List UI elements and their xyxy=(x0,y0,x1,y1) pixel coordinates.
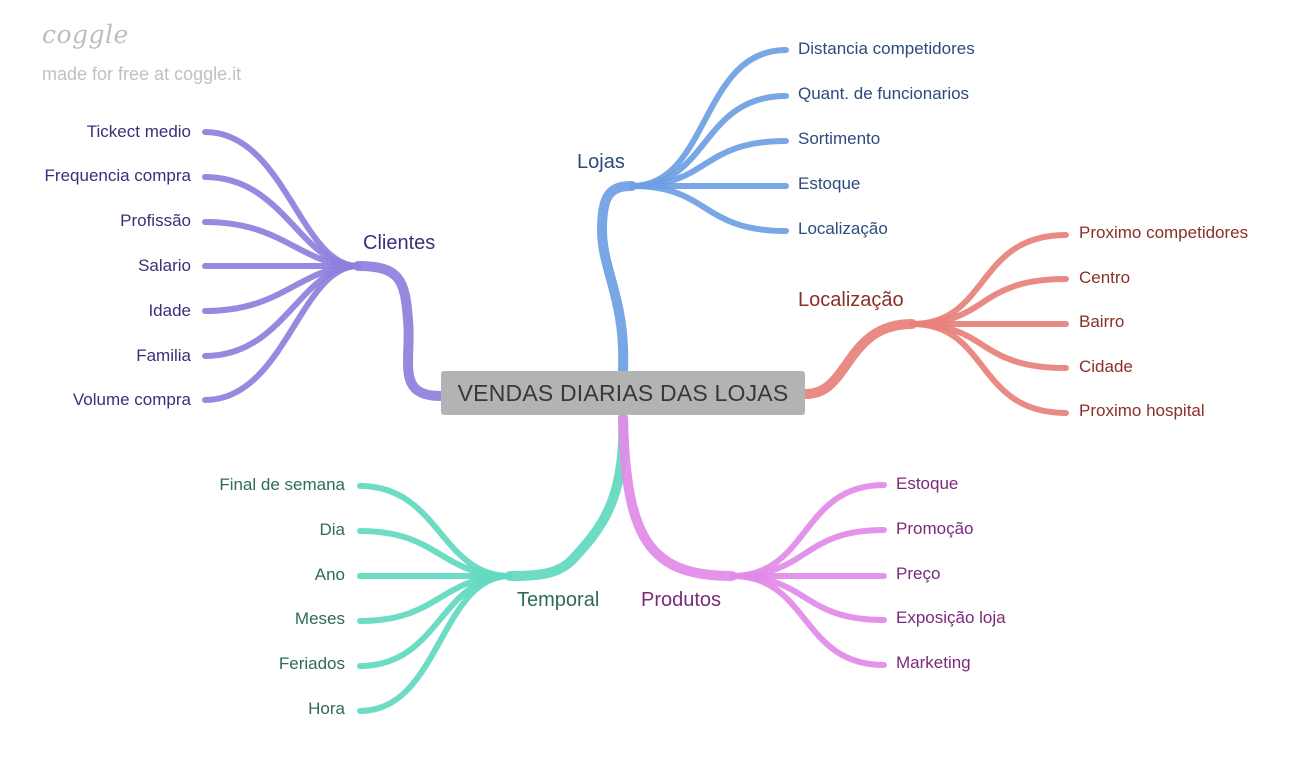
branch-clientes[interactable]: Clientes xyxy=(363,232,436,254)
connector-temporal xyxy=(505,413,629,581)
branch-localizacao[interactable]: Localização xyxy=(798,289,904,311)
leaf-temporal-item[interactable]: Feriados xyxy=(278,654,345,673)
coggle-logo: coggle xyxy=(42,20,129,49)
connector-lojas-leaf xyxy=(629,183,789,234)
leaf-clientes-item[interactable]: Familia xyxy=(136,346,191,365)
leaf-localizacao-item[interactable]: Cidade xyxy=(1079,357,1133,376)
leaf-temporal-item[interactable]: Dia xyxy=(319,520,345,539)
connector-localizacao-leaf xyxy=(909,276,1069,327)
leaf-produtos-item[interactable]: Exposição loja xyxy=(896,608,1006,627)
connector-produtos-leaf xyxy=(729,573,887,668)
leaf-lojas-item[interactable]: Sortimento xyxy=(798,129,881,148)
leaf-clientes-item[interactable]: Frequencia compra xyxy=(44,166,191,185)
leaf-localizacao-item[interactable]: Bairro xyxy=(1079,312,1125,331)
root-node-label: VENDAS DIARIAS DAS LOJAS xyxy=(457,379,789,406)
leaf-temporal-item[interactable]: Meses xyxy=(294,609,345,628)
leaf-lojas-item[interactable]: Localização xyxy=(798,219,888,238)
leaf-clientes-item[interactable]: Idade xyxy=(148,301,191,320)
leaf-lojas-item[interactable]: Distancia competidores xyxy=(798,39,975,58)
leaf-lojas-item[interactable]: Estoque xyxy=(798,174,861,193)
leaf-temporal-item[interactable]: Final de semana xyxy=(219,475,345,494)
connector-produtos xyxy=(618,413,737,581)
leaf-clientes-item[interactable]: Volume compra xyxy=(72,390,191,409)
leaf-lojas-item[interactable]: Quant. de funcionarios xyxy=(798,84,970,103)
leaf-produtos-item[interactable]: Marketing xyxy=(896,653,971,672)
leaf-clientes-item[interactable]: Profissão xyxy=(120,211,191,230)
leaf-produtos-item[interactable]: Estoque xyxy=(896,474,959,493)
leaf-temporal-item[interactable]: Hora xyxy=(308,699,345,718)
connector-lojas xyxy=(596,181,637,375)
branch-produtos[interactable]: Produtos xyxy=(641,589,722,611)
branch-lojas[interactable]: Lojas xyxy=(577,151,625,173)
connector-lojas-leaf xyxy=(629,47,789,189)
connector-clientes-leaf xyxy=(202,263,361,403)
root-node[interactable]: VENDAS DIARIAS DAS LOJAS xyxy=(441,371,805,415)
coggle-watermark-text: made for free at coggle.it xyxy=(42,64,242,84)
leaf-temporal-item[interactable]: Ano xyxy=(314,565,345,584)
connector-localizacao-leaf xyxy=(909,321,1069,416)
leaf-clientes-item[interactable]: Tickect medio xyxy=(86,122,191,141)
branch-temporal[interactable]: Temporal xyxy=(517,589,600,611)
connector-clientes xyxy=(353,261,445,401)
connector-localizacao xyxy=(801,319,917,399)
connector-produtos-leaf xyxy=(729,573,887,623)
connector-localizacao-leaf xyxy=(909,321,1069,371)
connector-produtos-leaf xyxy=(729,527,887,579)
leaf-produtos-item[interactable]: Preço xyxy=(896,564,941,583)
leaf-localizacao-item[interactable]: Proximo hospital xyxy=(1079,401,1205,420)
connector-temporal-leaf xyxy=(357,573,513,714)
connector-clientes-leaf xyxy=(202,129,361,269)
leaf-clientes-item[interactable]: Salario xyxy=(138,256,191,275)
leaf-produtos-item[interactable]: Promoção xyxy=(896,519,974,538)
leaf-localizacao-item[interactable]: Centro xyxy=(1079,268,1131,287)
leaf-localizacao-item[interactable]: Proximo competidores xyxy=(1079,223,1249,242)
